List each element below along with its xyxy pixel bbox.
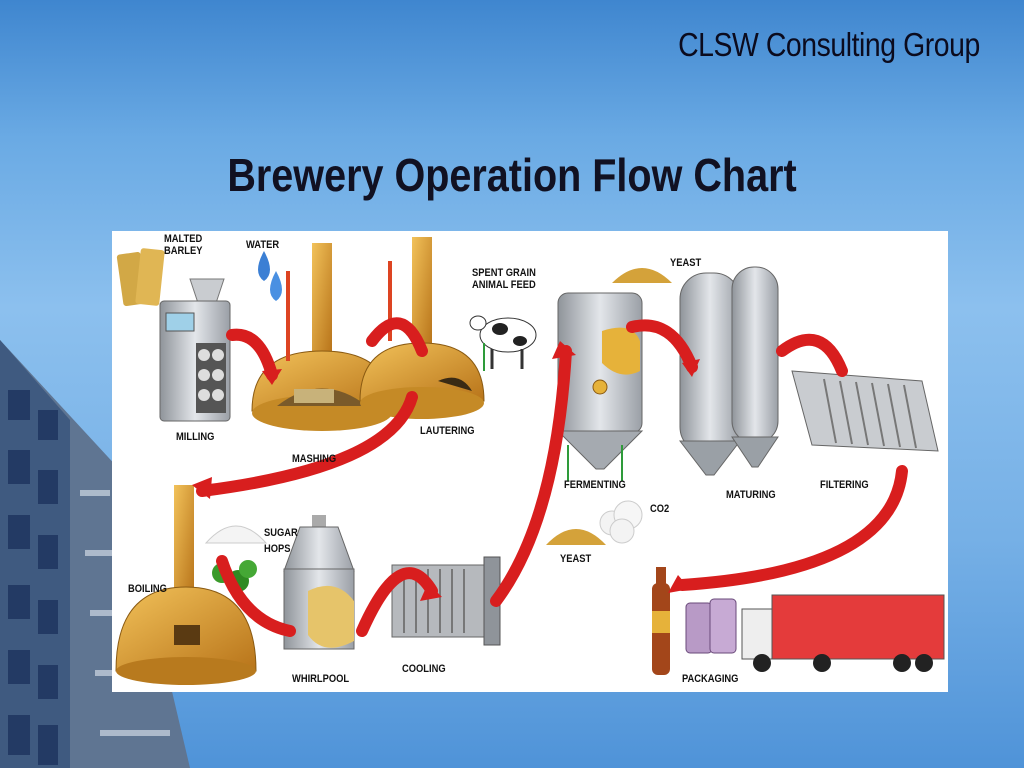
lautering-tun-icon	[359, 237, 485, 419]
brewery-flow-diagram: MALTED BARLEY WATER MILLING MASHING LAUT…	[112, 231, 948, 692]
maturing-tanks-icon	[678, 266, 779, 476]
label-sugar: SUGAR	[264, 527, 298, 539]
label-cooling: COOLING	[402, 663, 446, 675]
beer-bottle-icon	[652, 567, 670, 675]
yeast-icon	[546, 268, 672, 545]
label-milling: MILLING	[176, 431, 215, 443]
flow-arrows	[196, 317, 908, 637]
label-mashing: MASHING	[292, 453, 337, 465]
boiling-kettle-icon	[115, 485, 257, 685]
sugar-icon	[204, 525, 268, 544]
label-maturing: MATURING	[726, 489, 776, 501]
label-spent-grain-line2: ANIMAL FEED	[472, 279, 536, 291]
label-fermenting: FERMENTING	[564, 479, 626, 491]
label-yeast-top: YEAST	[670, 257, 702, 269]
label-yeast-bottom: YEAST	[560, 553, 592, 565]
co2-cloud-icon	[599, 500, 643, 544]
filter-press-icon	[791, 370, 939, 452]
label-spent-grain-line1: SPENT GRAIN	[472, 267, 536, 279]
diagram-artwork	[115, 237, 945, 685]
label-boiling: BOILING	[128, 583, 167, 595]
water-drop-icon	[258, 251, 282, 301]
malted-barley-icon	[116, 248, 165, 307]
label-water: WATER	[246, 239, 280, 251]
whirlpool-tank-icon	[283, 515, 355, 650]
cow-icon	[469, 315, 537, 371]
label-whirlpool: WHIRLPOOL	[292, 673, 350, 685]
label-hops: HOPS	[264, 543, 291, 555]
page-title: Brewery Operation Flow Chart	[227, 149, 797, 201]
mashing-tun-icon	[251, 243, 393, 431]
label-filtering: FILTERING	[820, 479, 869, 491]
fermenting-tank-icon	[556, 292, 644, 481]
kegs-icon	[685, 598, 737, 654]
milling-machine-icon	[159, 278, 231, 422]
company-name: CLSW Consulting Group	[678, 26, 980, 63]
flow-arrowheads	[192, 341, 700, 601]
label-packaging: PACKAGING	[682, 673, 739, 685]
delivery-truck-icon	[741, 594, 945, 672]
label-co2: CO2	[650, 503, 670, 515]
label-malted-barley-line1: MALTED	[164, 233, 203, 245]
label-lautering: LAUTERING	[420, 425, 475, 437]
label-malted-barley-line2: BARLEY	[164, 245, 203, 257]
